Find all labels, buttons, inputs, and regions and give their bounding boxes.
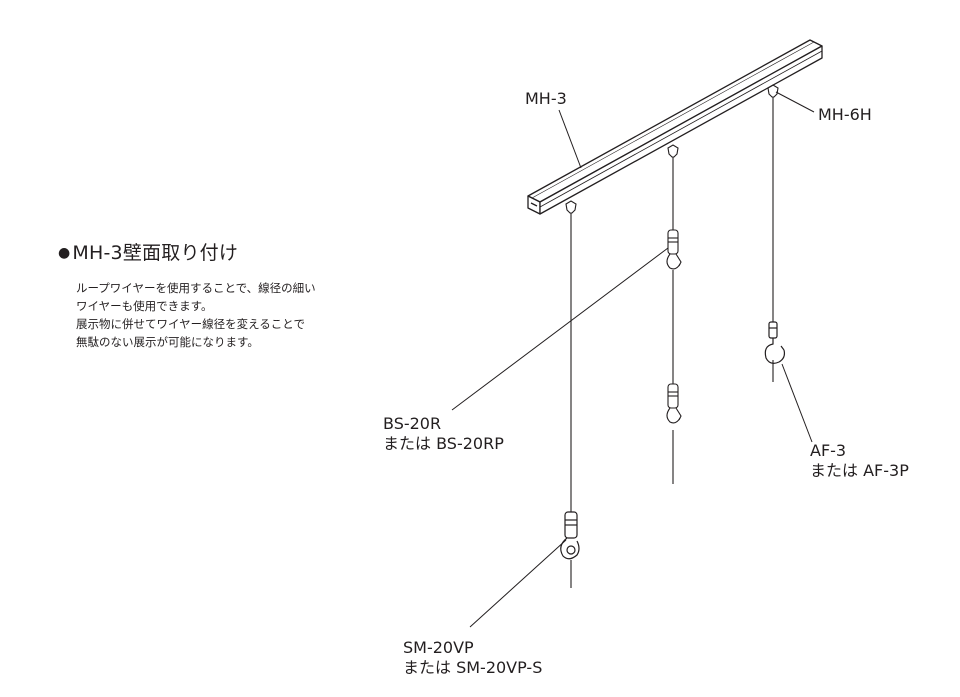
description-line-2: ワイヤーも使用できます。 [76, 299, 213, 313]
heading-text: MH-3壁面取り付け [72, 242, 239, 264]
leader-lines [451, 91, 815, 628]
label-sm-20vp-line1: SM-20VP [403, 638, 474, 657]
label-mh-3-text: MH-3 [525, 89, 567, 108]
label-af-3-line2: または AF-3P [810, 461, 909, 480]
gripper-bs-20r-lower [666, 383, 682, 424]
label-sm-20vp-line2: または SM-20VP-S [403, 658, 543, 677]
description-line-1: ループワイヤーを使用することで、線径の細い [76, 281, 316, 295]
label-mh-6h: MH-6H [818, 105, 872, 125]
description: ループワイヤーを使用することで、線径の細い ワイヤーも使用できます。 展示物に併… [76, 279, 316, 351]
label-sm-20vp: SM-20VP または SM-20VP-S [403, 638, 542, 678]
label-bs-20r-line2: または BS-20RP [383, 434, 504, 453]
description-line-3: 展示物に併せてワイヤー線径を変えることで [76, 317, 305, 331]
description-line-4: 無駄のない展示が可能になります。 [76, 335, 259, 349]
label-mh-3: MH-3 [525, 89, 567, 109]
gripper-sm-20vp [560, 511, 580, 560]
gripper-bs-20r-upper [666, 229, 682, 270]
label-mh-6h-text: MH-6H [818, 105, 872, 124]
hook-af-3 [764, 321, 786, 364]
label-bs-20r: BS-20R または BS-20RP [383, 414, 504, 454]
wires [570, 97, 774, 588]
label-af-3: AF-3 または AF-3P [810, 441, 909, 481]
rail-mh-3 [527, 39, 823, 215]
label-bs-20r-line1: BS-20R [383, 414, 442, 433]
section-heading: ●MH-3壁面取り付け [58, 238, 238, 265]
runner-clips [565, 84, 779, 214]
label-af-3-line1: AF-3 [810, 441, 847, 460]
heading-bullet: ● [58, 245, 71, 261]
